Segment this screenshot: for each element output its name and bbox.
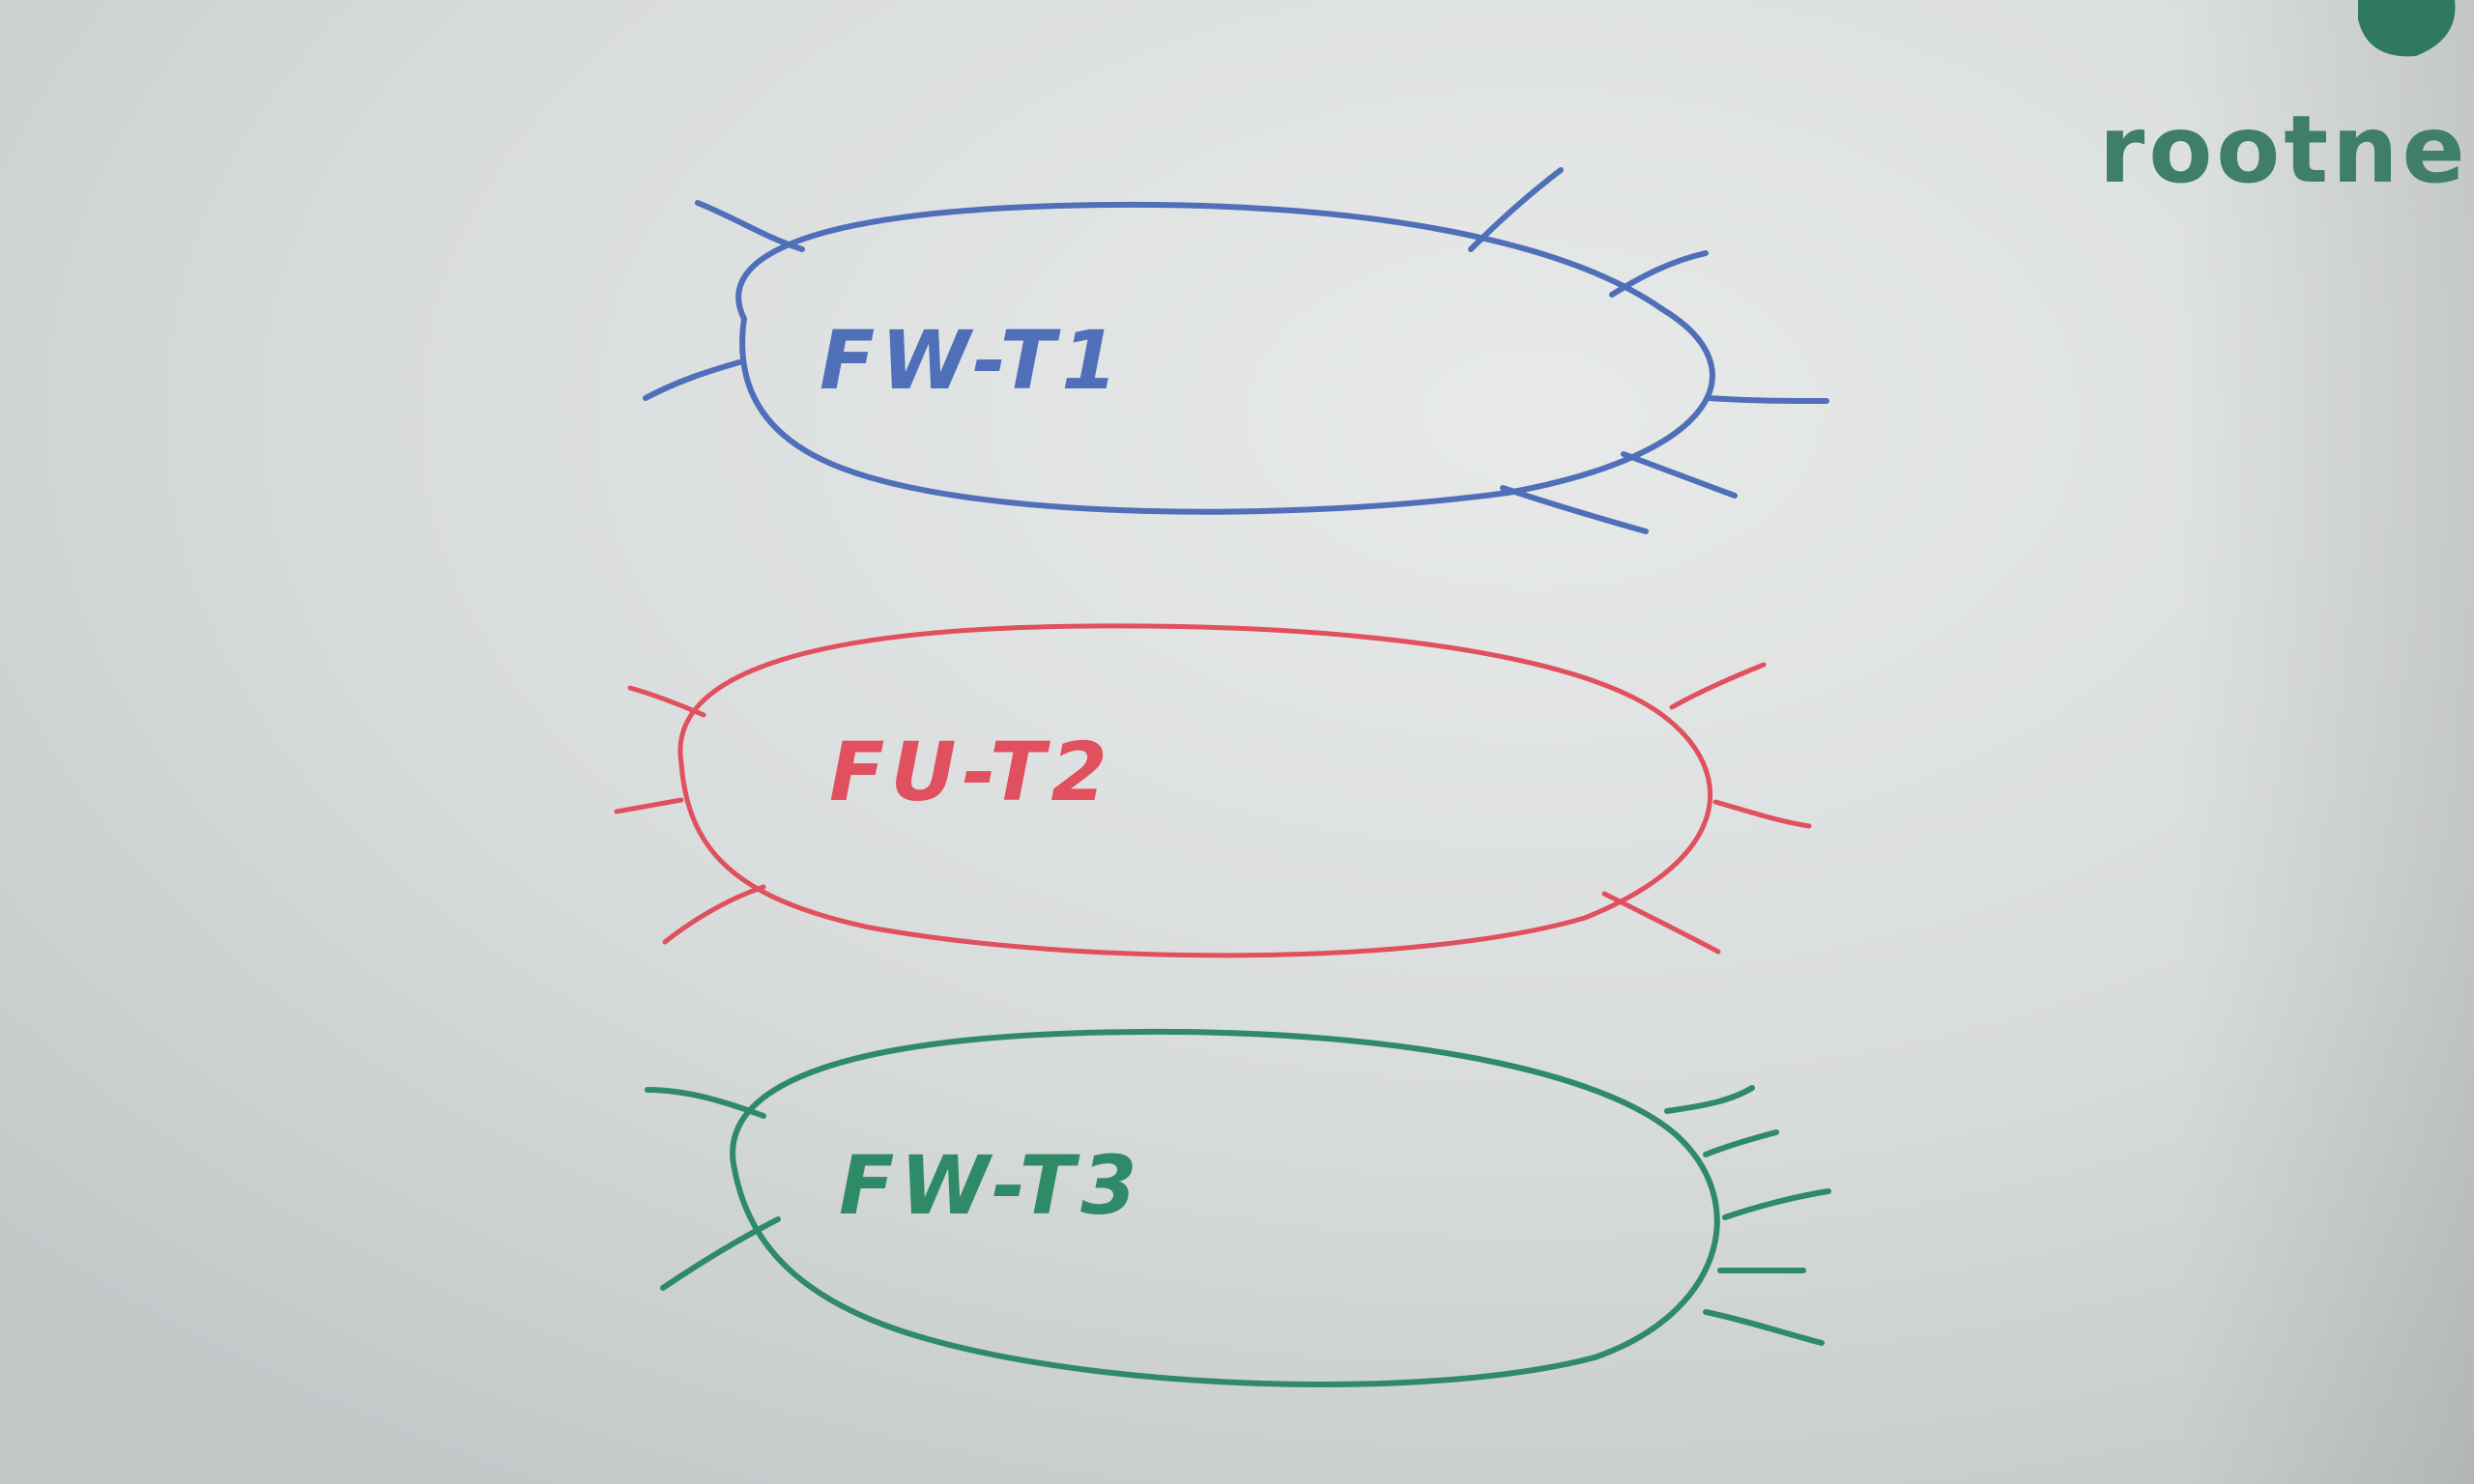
blob-fw-t1: FW-T1: [643, 167, 1829, 534]
blob-outline: [677, 623, 1712, 958]
blob-hair: [643, 359, 742, 401]
blob-fu-t2: FU-T2: [614, 623, 1812, 958]
blob-hair: [627, 685, 706, 718]
blob-hair: [1722, 1188, 1831, 1220]
blob-hair: [1609, 250, 1709, 298]
blob-outline: [730, 1028, 1720, 1387]
blob-outline: [735, 201, 1715, 515]
logo-text: rootne: [2099, 96, 2469, 204]
blob-hair: [1703, 1129, 1779, 1157]
blob-label: FW-T1: [820, 313, 1124, 408]
blob-fw-t3: FW-T3: [645, 1028, 1831, 1387]
blob-hair: [1601, 891, 1721, 955]
blob-hair: [1468, 167, 1564, 252]
blob-hair: [1706, 395, 1829, 404]
blob-label: FU-T2: [829, 725, 1113, 819]
blob-hair: [1712, 799, 1812, 829]
blob-hair: [662, 884, 766, 945]
logo-mark-icon: [2358, 0, 2456, 57]
blob-hair: [1621, 451, 1738, 499]
blob-hair: [1664, 1085, 1755, 1114]
logo: rootne: [2099, 0, 2469, 204]
blob-hair: [645, 1087, 766, 1119]
blob-hair: [1703, 1309, 1825, 1346]
blob-label: FW-T3: [839, 1138, 1143, 1233]
blob-hair: [1500, 485, 1649, 534]
blob-hair: [1669, 662, 1767, 710]
blob-hair: [660, 1216, 781, 1291]
blob-hair: [614, 797, 684, 814]
blob-hair: [695, 200, 805, 252]
